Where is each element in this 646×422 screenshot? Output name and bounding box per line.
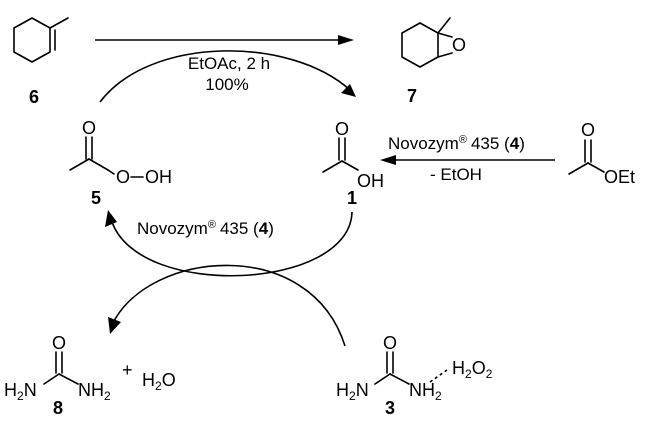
compound-8-structure (43, 351, 79, 385)
compound-6-number: 6 (29, 87, 39, 107)
compound-1-number: 1 (347, 188, 357, 208)
solvent-time-label: EtOAc, 2 h (188, 54, 270, 73)
lower-cycle-arc (105, 210, 353, 277)
compound-1-hydroxyl: OH (357, 171, 384, 191)
ethyl-acetate-structure (568, 139, 605, 175)
compound-7-number: 7 (407, 86, 417, 106)
arrow-6-to-7 (95, 35, 354, 45)
compound-8-carbonyl-oxygen: O (52, 333, 66, 353)
right-catalyst-label: Novozym®435 (4) (388, 134, 525, 153)
compound-3-amine-left: H2N (336, 380, 369, 403)
yield-label: 100% (205, 75, 248, 94)
right-byproduct-label: - EtOH (430, 165, 482, 184)
compound-7-oxygen: O (452, 35, 466, 55)
compound-6-structure (13, 17, 69, 63)
compound-5-number: 5 (91, 188, 101, 208)
compound-5-peroxide-oxygen: O (116, 167, 130, 187)
compound-5-structure (69, 136, 115, 175)
compound-5-carbonyl-oxygen: O (82, 118, 96, 138)
ethyl-acetate-carbonyl-oxygen: O (581, 120, 595, 140)
ethyl-acetate-ethoxy: OEt (604, 167, 635, 187)
compound-3-carbonyl-oxygen: O (383, 333, 397, 353)
compound-3-amine-right: NH2 (409, 380, 442, 403)
compound-3-structure (374, 351, 448, 385)
upper-cycle-arc (99, 50, 356, 103)
compound-1-structure (322, 137, 359, 173)
water: H2O (142, 370, 176, 393)
compound-7-structure (401, 17, 453, 68)
arrow-ester-to-1 (380, 155, 555, 165)
left-catalyst-label: Novozym®435 (4) (137, 219, 274, 238)
compound-5-hydroxyl: OH (145, 167, 172, 187)
compound-8-amine-right: NH2 (78, 380, 111, 403)
compound-8-number: 8 (53, 398, 63, 418)
compound-3-hydrogen-peroxide: H2O2 (452, 358, 493, 381)
urea-release-arc (108, 264, 346, 347)
compound-8-amine-left: H2N (4, 380, 37, 403)
compound-1-carbonyl-oxygen: O (335, 119, 349, 139)
compound-3-number: 3 (385, 398, 395, 418)
plus-sign: + (122, 360, 133, 380)
